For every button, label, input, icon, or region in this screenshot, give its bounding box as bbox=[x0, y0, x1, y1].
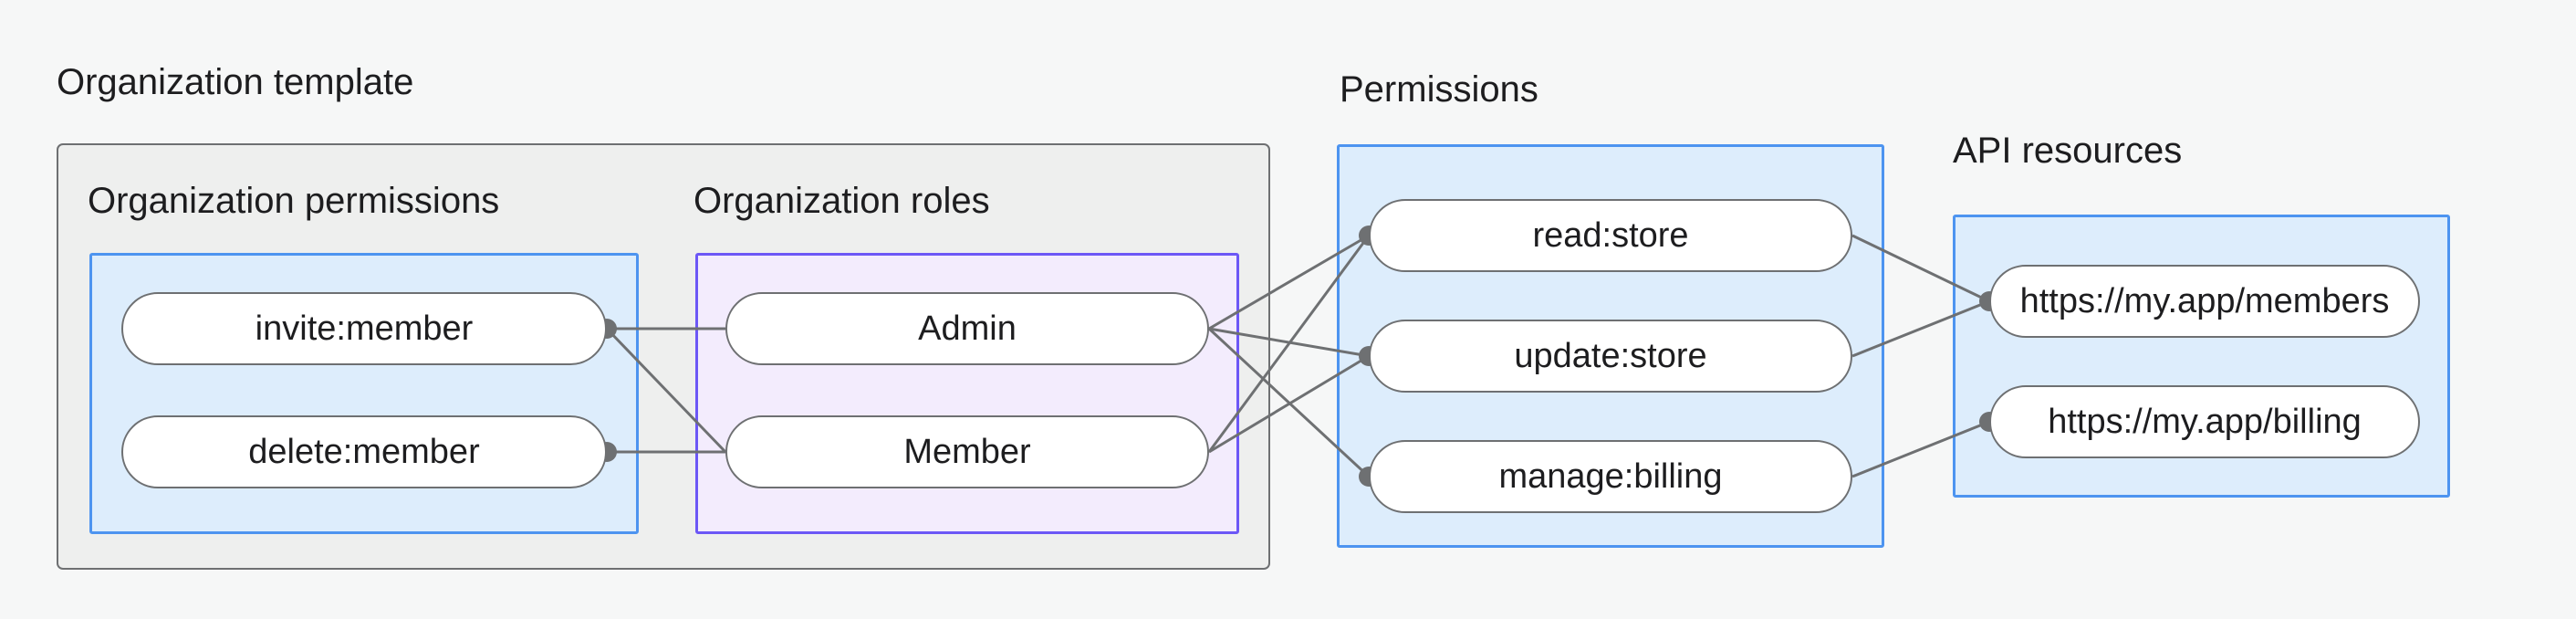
node-delete-member[interactable]: delete:member bbox=[121, 415, 607, 488]
node-manage-billing[interactable]: manage:billing bbox=[1369, 440, 1852, 513]
group-label-organization-permissions: Organization permissions bbox=[88, 181, 500, 221]
node-admin[interactable]: Admin bbox=[725, 292, 1209, 365]
node-invite-member[interactable]: invite:member bbox=[121, 292, 607, 365]
group-label-organization-template: Organization template bbox=[57, 62, 414, 102]
node-update-store[interactable]: update:store bbox=[1369, 320, 1852, 393]
node-member[interactable]: Member bbox=[725, 415, 1209, 488]
node-members-url[interactable]: https://my.app/members bbox=[1989, 265, 2420, 338]
group-label-api-resources: API resources bbox=[1953, 131, 2183, 171]
group-label-organization-roles: Organization roles bbox=[694, 181, 990, 221]
group-label-permissions: Permissions bbox=[1340, 69, 1538, 110]
node-read-store[interactable]: read:store bbox=[1369, 199, 1852, 272]
node-billing-url[interactable]: https://my.app/billing bbox=[1989, 385, 2420, 458]
